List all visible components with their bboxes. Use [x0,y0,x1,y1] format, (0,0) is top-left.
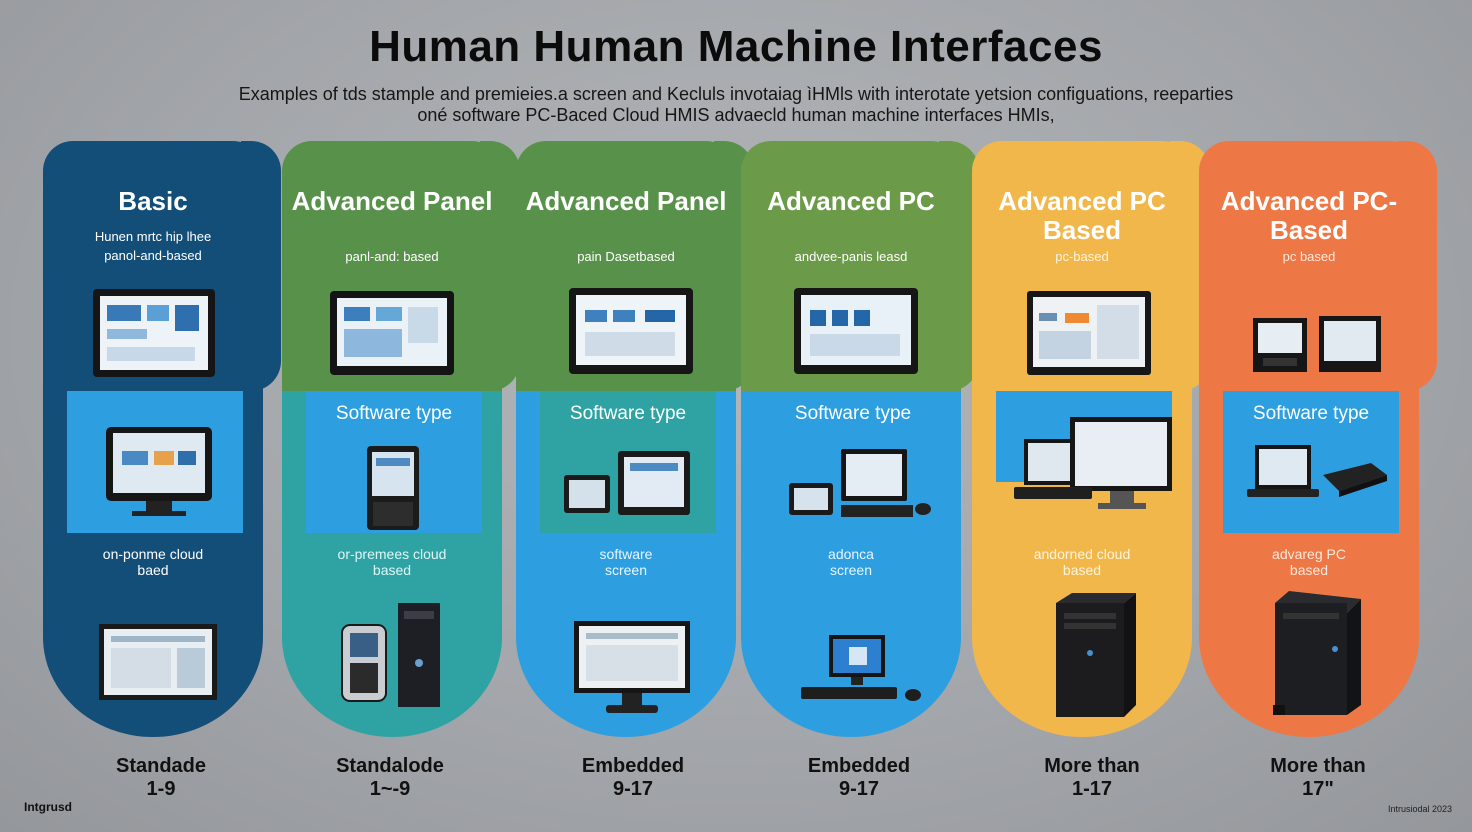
hmi-column-advanced-pc-based: Advanced PC Based pc-based andorned clou… [972,141,1210,737]
column-subtitle: pc-based [1055,249,1109,264]
hmi-column-advanced-panel: Advanced Panel panl-and: based Software … [282,141,520,737]
band-label: Software type [1252,403,1370,424]
hmi-panel-icon [569,288,693,379]
hmi-tablet-icon [106,427,212,522]
hmi-column-advanced-panel-2: Advanced Panel pain Dasetbased Software … [516,141,754,737]
column-title: Advanced PC Based [998,186,1166,245]
tower-server-icon [1050,593,1136,722]
hmi-panel-icon [1027,291,1151,380]
band-label: Software type [335,403,453,424]
band-label: Software type [569,403,687,424]
hmi-panel-icon [330,291,454,380]
subtitle-line-2: oné software PC-Baced Cloud HMIS advaecl… [417,105,1055,125]
page-subtitle: Examples of tds stample and premieies.a … [160,84,1312,126]
desktop-pc-icon [801,635,925,708]
column-title: Basic [118,186,188,216]
remote-and-tower-icon [340,603,444,714]
monitor-icon [99,624,217,709]
hmi-column-advanced-pc-based-2: Advanced PC-Based pc based Software type… [1199,141,1437,737]
column-title: Advanced Panel [291,186,493,216]
column-title: Advanced Panel [525,186,727,216]
laptop-keypad-icon [1243,445,1389,512]
multi-monitor-icon [1014,417,1174,518]
column-subtitle: pc based [1282,249,1336,264]
band-label: Software type [794,403,912,424]
pc-workstation-icon [789,449,935,526]
hmi-panel-icon [93,289,215,382]
hmi-column-advanced-pc: Advanced PC andvee-panis leasd Software … [741,141,979,737]
column-subtitle: andvee-panis leasd [794,249,908,264]
dual-panel-icon [1253,316,1381,379]
handheld-terminal-icon [367,446,419,535]
panel-pair-icon [564,449,692,524]
brand-logo-text: Intgrusd [24,800,72,814]
copyright-text: Intrusiodal 2023 [1387,804,1452,814]
column-title: Advanced PC-Based [1220,186,1398,245]
hmi-panel-icon [794,288,918,379]
column-subtitle: pain Dasetbased [577,249,675,264]
column-subtitle: panl-and: based [345,249,439,264]
monitor-icon [574,621,690,724]
industrial-pc-icon [1269,589,1369,726]
column-title: Advanced PC [767,186,935,216]
subtitle-line-1: Examples of tds stample and premieies.a … [238,84,1234,104]
page-title: Human Human Machine Interfaces [369,22,1103,71]
